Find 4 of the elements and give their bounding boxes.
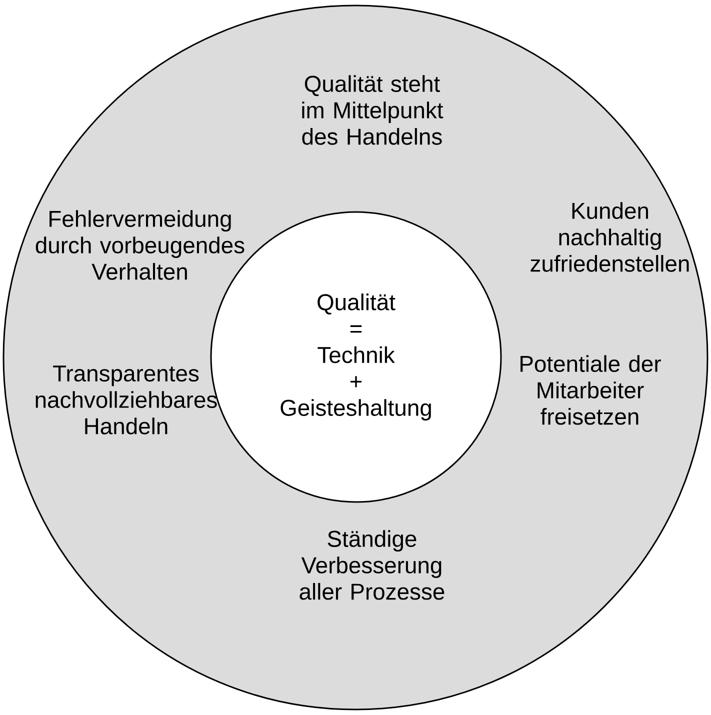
ring-label: Ständige Verbesserung aller Prozesse [300,530,444,600]
ring-label: Qualität steht im Mittelpunkt des Handelns [302,75,444,145]
ring-label: Kunden nachhaltig zufriedenstellen [530,202,689,272]
ring-label: Potentiale der Mitarbeiter freisetzen [520,355,661,425]
